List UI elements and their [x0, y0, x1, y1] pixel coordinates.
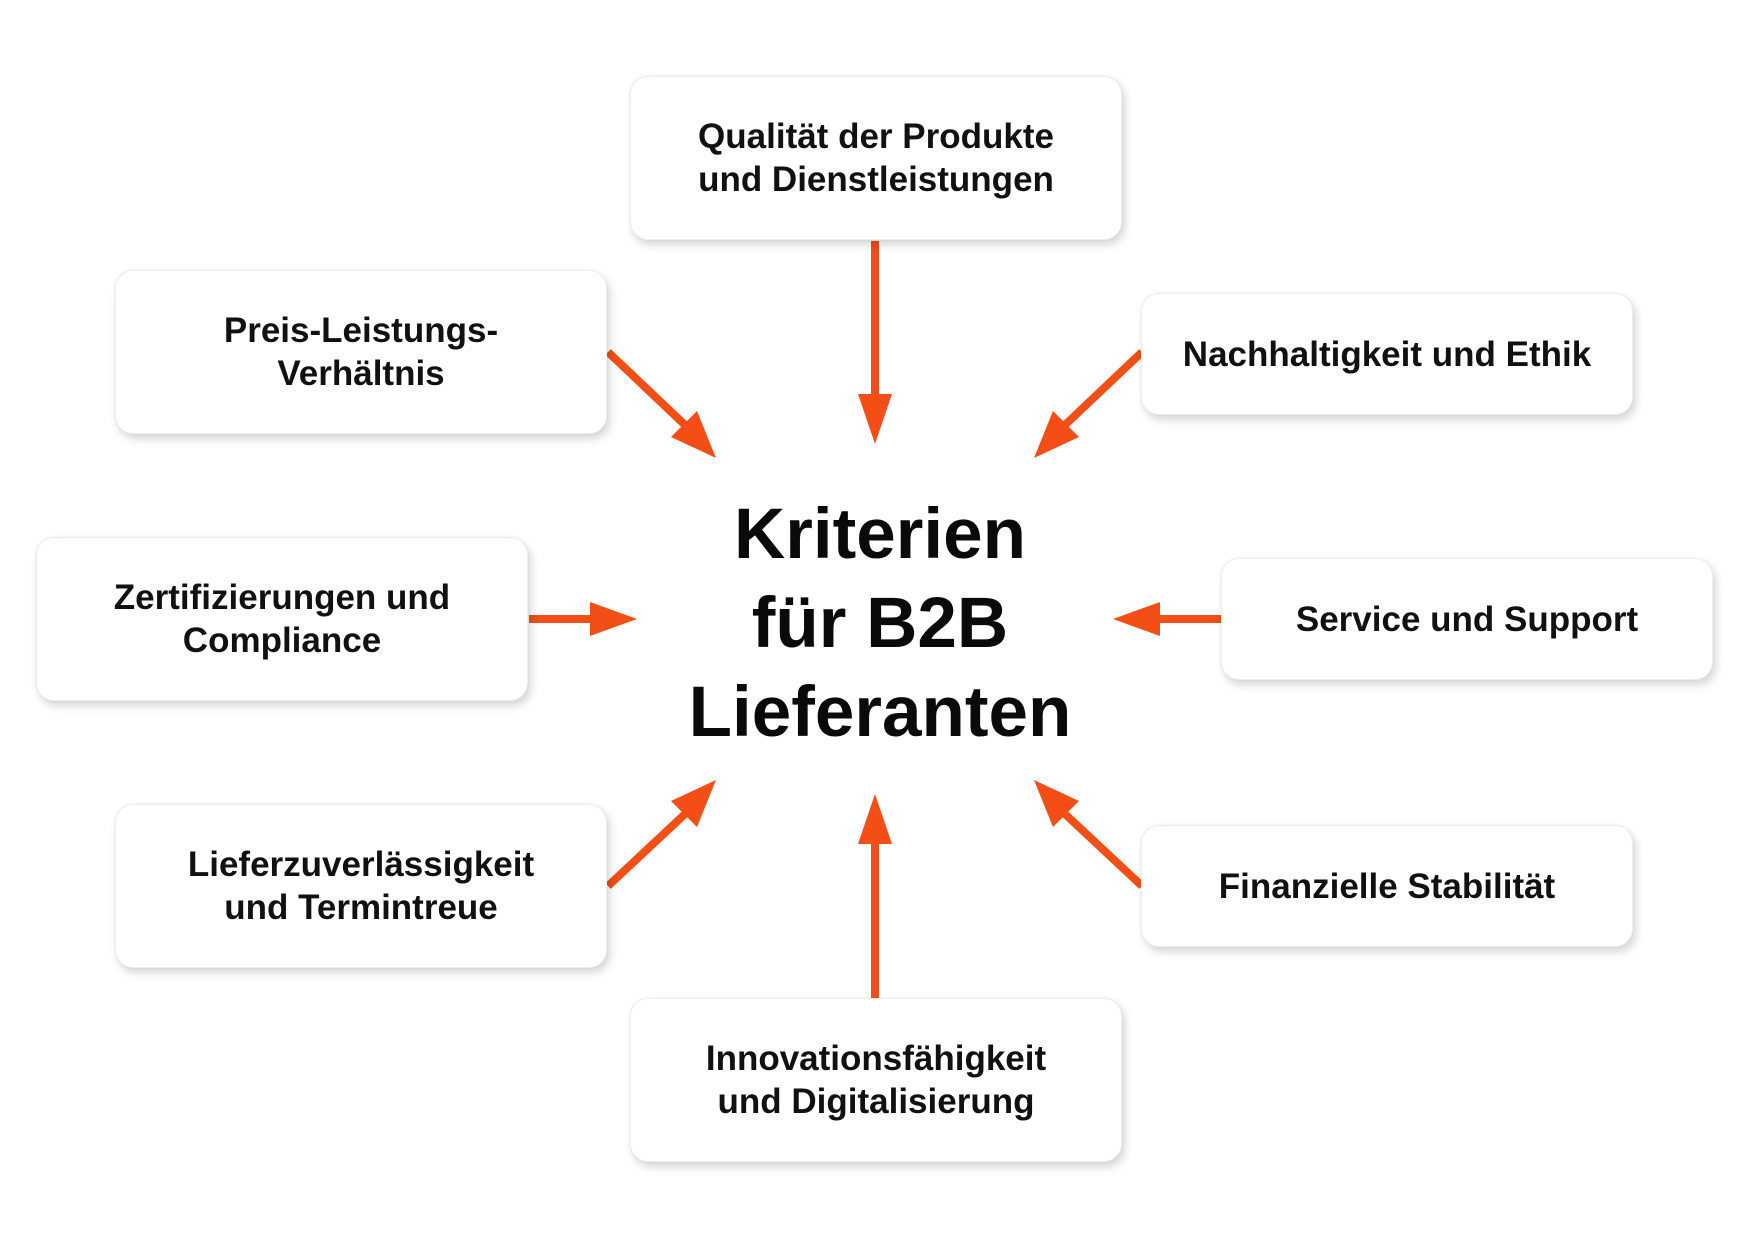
criterion-label-delivery-reliability: Lieferzuverlässigkeit und Termintreue: [188, 843, 534, 929]
arrow-from-lower-right: [1034, 780, 1145, 889]
criterion-box-sustainability: Nachhaltigkeit und Ethik: [1141, 293, 1633, 415]
criterion-financial-line-1: Finanzielle Stabilität: [1218, 866, 1556, 906]
center-title-text: Kriterien für B2B Lieferanten: [689, 490, 1072, 757]
criterion-price-line-1: Preis-Leistungs-: [223, 311, 499, 350]
criterion-label-sustainability: Nachhaltigkeit und Ethik: [1183, 333, 1591, 376]
criterion-label-certifications: Zertifizierungen und Compliance: [114, 576, 450, 662]
criterion-label-innovation: Innovationsfähigkeit und Digitalisierung: [706, 1037, 1046, 1123]
criterion-box-quality: Qualität der Produkte und Dienstleistung…: [630, 76, 1122, 240]
criterion-certifications-line-2: Compliance: [182, 621, 382, 660]
center-title-line-1: Kriterien: [734, 494, 1026, 574]
criterion-label-service: Service und Support: [1296, 598, 1638, 641]
center-title: Kriterien für B2B Lieferanten: [640, 488, 1120, 758]
center-title-line-2: für B2B: [751, 583, 1009, 663]
criterion-box-innovation: Innovationsfähigkeit und Digitalisierung: [630, 998, 1122, 1162]
criterion-innovation-line-1: Innovationsfähigkeit: [705, 1039, 1047, 1078]
criterion-box-financial-stability: Finanzielle Stabilität: [1141, 825, 1633, 947]
center-title-line-3: Lieferanten: [688, 672, 1072, 752]
arrow-from-lower-left: [605, 780, 716, 889]
criterion-box-certifications: Zertifizierungen und Compliance: [36, 537, 528, 701]
criterion-label-price-performance: Preis-Leistungs- Verhältnis: [224, 309, 498, 395]
criterion-box-delivery-reliability: Lieferzuverlässigkeit und Termintreue: [115, 804, 607, 968]
arrow-from-bottom: [858, 794, 892, 998]
criterion-quality-line-2: und Dienstleistungen: [698, 160, 1054, 199]
criterion-label-quality: Qualität der Produkte und Dienstleistung…: [698, 115, 1054, 201]
criterion-innovation-line-2: und Digitalisierung: [717, 1082, 1035, 1121]
arrow-from-right: [1113, 602, 1221, 636]
criterion-service-line-1: Service und Support: [1295, 599, 1639, 639]
arrow-from-top: [858, 241, 892, 444]
arrow-from-upper-right: [1034, 349, 1145, 458]
arrow-from-upper-left: [605, 349, 716, 458]
arrow-from-left: [529, 602, 637, 636]
criterion-sustainability-line-1: Nachhaltigkeit und Ethik: [1182, 334, 1592, 374]
criterion-label-financial-stability: Finanzielle Stabilität: [1219, 865, 1555, 908]
criterion-delivery-line-1: Lieferzuverlässigkeit: [187, 845, 535, 884]
criterion-delivery-line-2: und Termintreue: [224, 888, 498, 927]
criterion-certifications-line-1: Zertifizierungen und: [113, 578, 451, 617]
criterion-price-line-2: Verhältnis: [277, 354, 445, 393]
criterion-box-price-performance: Preis-Leistungs- Verhältnis: [115, 270, 607, 434]
criterion-quality-line-1: Qualität der Produkte: [698, 117, 1054, 156]
criterion-box-service: Service und Support: [1221, 558, 1713, 680]
